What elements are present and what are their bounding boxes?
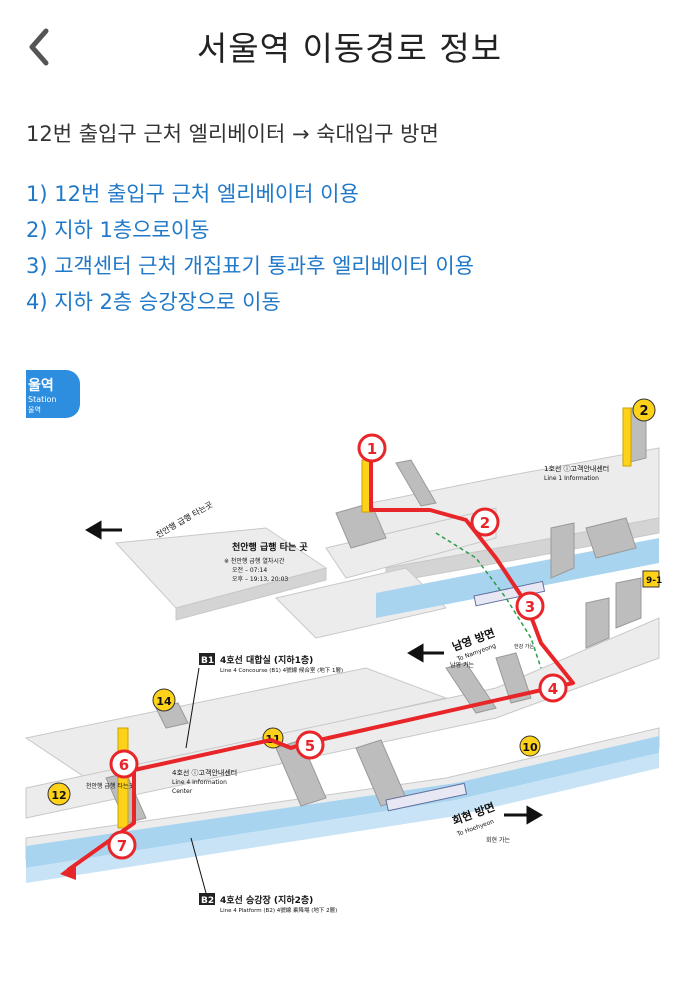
exit-badge	[632, 398, 656, 422]
route-marker: 7	[107, 830, 137, 860]
route-marker-number: 5	[305, 737, 315, 755]
platform-en: Line 4 Platform (B2) 4號線 乘降場 (地下 2層)	[220, 906, 337, 914]
transfer-passage	[435, 532, 542, 669]
route-marker-number: 6	[119, 756, 129, 774]
route-step: 2) 지하 1층으로이동	[26, 218, 210, 242]
exit-markers: 2 14 11 10 12 9-1	[47, 398, 662, 806]
route-path	[66, 461, 575, 872]
exit-number: 12	[51, 789, 66, 802]
exit-badge	[642, 570, 660, 588]
exit-number: 2	[639, 404, 648, 419]
station-route-map[interactable]: 울역 Station 울역	[24, 368, 662, 938]
route-marker: 3	[515, 591, 545, 621]
concourse-label: 4호선 대합실 (지하1층)	[220, 654, 313, 666]
route-step: 3) 고객센터 근처 개집표기 통과후 엘리베이터 이용	[26, 254, 475, 278]
route-marker-number: 3	[525, 598, 535, 616]
back-button[interactable]	[22, 22, 58, 72]
route-marker: 4	[538, 673, 568, 703]
exit-badge	[47, 782, 71, 806]
namyeong-small: 남영 가는	[450, 661, 474, 669]
line4-info-en: Line 4 Information	[172, 779, 227, 786]
trains	[385, 580, 546, 812]
exit-number: 9-1	[646, 576, 662, 586]
page-title: 서울역 이동경로 정보	[196, 29, 503, 68]
line4-info-label: 4호선 ⓘ고객안내센터	[172, 768, 237, 777]
concourse-en: Line 4 Concourse (B1) 4號線 候合室 (地下 1層)	[220, 666, 343, 674]
route-marker: 2	[470, 507, 500, 537]
route-marker: 1	[357, 433, 387, 463]
hangang-label: 한강 가는	[514, 643, 534, 650]
cheonan-times-pm: 오후 – 19:13, 20:03	[232, 575, 288, 583]
cheonan-times-note: ※ 천안행 급행 열차시간	[224, 557, 285, 565]
route-marker: 5	[295, 730, 325, 760]
exit-number: 10	[522, 741, 538, 754]
floor-tag-b1: B1	[201, 656, 214, 666]
direction-arrows	[85, 520, 543, 825]
exit-number: 14	[156, 695, 172, 708]
route-step: 4) 지하 2층 승강장으로 이동	[26, 290, 281, 314]
cheonan-building-label: 천안행 급행 타는곳	[86, 782, 134, 790]
platform-label: 4호선 승강장 (지하2층)	[220, 894, 313, 906]
top-app-bar: 서울역 이동경로 정보	[0, 0, 699, 96]
station-badge-small: 울역	[28, 405, 41, 414]
route-step-markers: 1 2 3 4 5 6 7	[107, 433, 568, 860]
station-badge	[26, 370, 80, 418]
hoehyeon-small: 회현 가는	[486, 836, 510, 844]
station-badge-name: 울역	[28, 377, 54, 394]
cheonan-times-am: 오전 – 07:14	[232, 566, 267, 574]
platform-tracks	[26, 538, 659, 883]
route-marker: 6	[109, 749, 139, 779]
route-marker-number: 2	[480, 514, 490, 532]
route-marker-number: 7	[117, 837, 127, 855]
station-badge-en: Station	[28, 395, 56, 404]
chevron-left-icon	[29, 28, 49, 66]
route-step: 1) 12번 출입구 근처 엘리베이터 이용	[26, 182, 359, 206]
route-steps-list: 1) 12번 출입구 근처 엘리베이터 이용 2) 지하 1층으로이동 3) 고…	[26, 176, 474, 320]
line4-info-small: Center	[172, 788, 193, 795]
route-summary: 12번 출입구 근처 엘리베이터 → 숙대입구 방면	[26, 122, 439, 146]
exit-badge	[152, 688, 176, 712]
exit-badge	[519, 735, 541, 757]
cheonan-express-label: 천안행 급행 타는 곳	[232, 541, 308, 553]
route-marker-number: 4	[548, 680, 558, 698]
line1-info-en: Line 1 Information	[544, 475, 599, 482]
line1-info-label: 1호선 ⓘ고객안내센터	[544, 464, 609, 473]
floor-tag-b2: B2	[201, 896, 214, 906]
route-arrowhead	[60, 862, 76, 880]
route-marker-number: 1	[367, 440, 377, 458]
